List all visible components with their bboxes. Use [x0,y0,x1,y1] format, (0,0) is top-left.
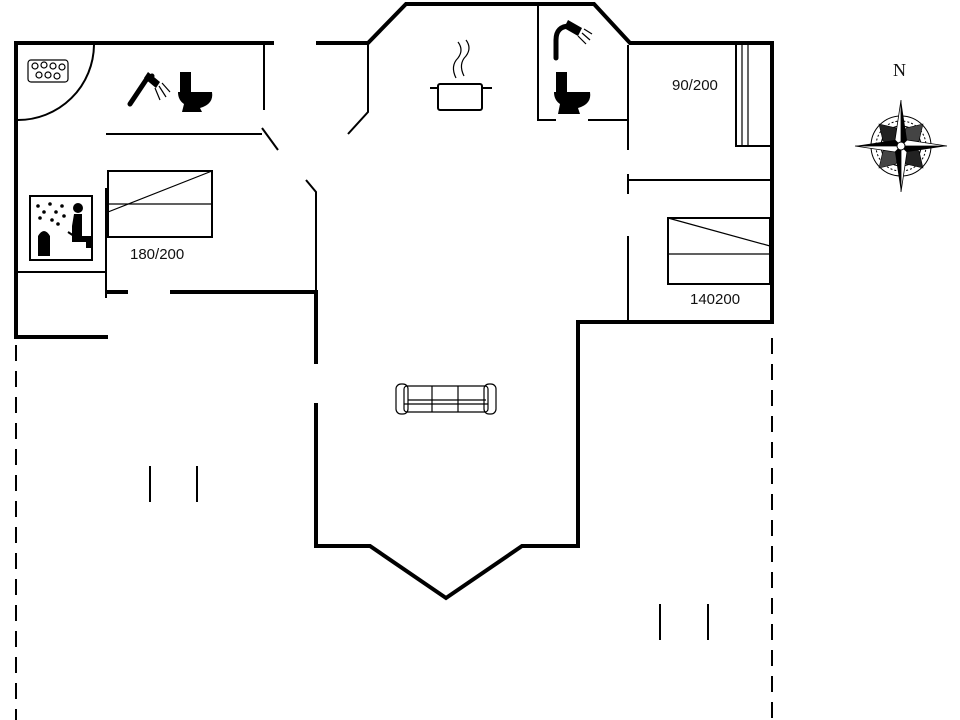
north-label: N [893,60,906,80]
bed-size-label-right: 140200 [690,291,740,308]
shower-icon-right [553,20,593,61]
toilet-icon-right [554,72,591,114]
walls [14,1,774,601]
cooking-pot-icon [430,39,492,111]
terrace-outline [15,338,773,720]
bed-right [667,217,771,285]
bed-size-label-left: 180/200 [130,246,184,263]
terrace-markers [149,466,709,640]
sauna-icon [29,195,93,261]
shower-icon [127,72,171,107]
bed-left [107,170,213,238]
sofa-icon [395,383,497,415]
jacuzzi-icon [17,44,95,121]
toilet-icon [178,72,213,112]
bed-size-label-top-right: 90/200 [672,77,718,94]
compass-rose-icon [854,99,948,193]
